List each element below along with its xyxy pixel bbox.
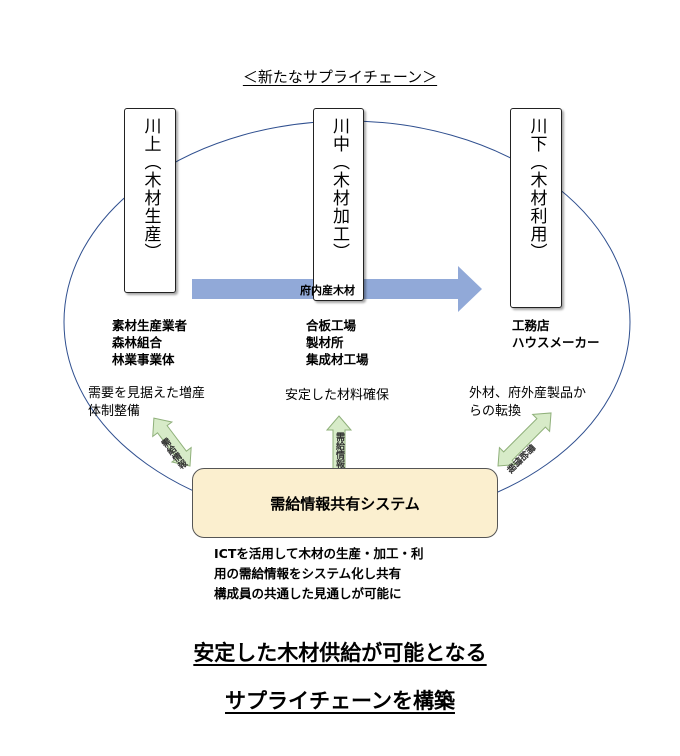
stage-name-downstream: 川下（木材利用） — [526, 117, 547, 261]
downstream-actors: 工務店 ハウスメーカー — [512, 317, 600, 351]
info-sharing-system-box: 需給情報共有システム — [192, 468, 498, 538]
upstream-note: 需要を見据えた増産 体制整備 — [88, 386, 206, 419]
midstream-note: 安定した材料確保 — [285, 388, 390, 403]
upstream-actors: 素材生産業者 森林組合 林業事業体 — [112, 317, 187, 368]
list-item: 林業事業体 — [112, 352, 175, 367]
list-item: 森林組合 — [112, 335, 163, 350]
stage-name-midstream: 川中（木材加工） — [329, 117, 349, 261]
exchange-arrow-right — [497, 412, 552, 467]
downstream-note: 外材、府外産製品か らの転換 — [469, 386, 587, 419]
flow-arrow-label: 府内産木材 — [300, 284, 355, 297]
stage-name-upstream: 川上（木材生産） — [140, 117, 161, 261]
list-item: 工務店 — [512, 318, 550, 333]
headline-line-1: 安定した木材供給が可能となる — [193, 641, 487, 665]
list-item: 集成材工場 — [306, 352, 369, 367]
list-item: 合板工場 — [306, 318, 357, 333]
ict-description: ICTを活用して木材の生産・加工・利 用の需給情報をシステム化し共有 構成員の共… — [214, 546, 424, 601]
list-item: 素材生産業者 — [112, 318, 188, 333]
exchange-label-middle: 需給情報 — [334, 432, 344, 468]
list-item: ハウスメーカー — [512, 335, 600, 350]
stage-box-upstream: 川上（木材生産） — [124, 108, 176, 293]
headline-line-2: サプライチェーンを構築 — [225, 689, 455, 713]
exchange-arrow-left — [152, 417, 192, 467]
diagram-title: ＜新たなサプライチェーン＞ — [242, 68, 438, 86]
midstream-actors: 合板工場 製材所 集成材工場 — [306, 317, 369, 368]
list-item: 製材所 — [306, 335, 344, 350]
stage-box-midstream: 川中（木材加工） — [313, 108, 364, 301]
stage-box-downstream: 川下（木材利用） — [510, 108, 562, 308]
